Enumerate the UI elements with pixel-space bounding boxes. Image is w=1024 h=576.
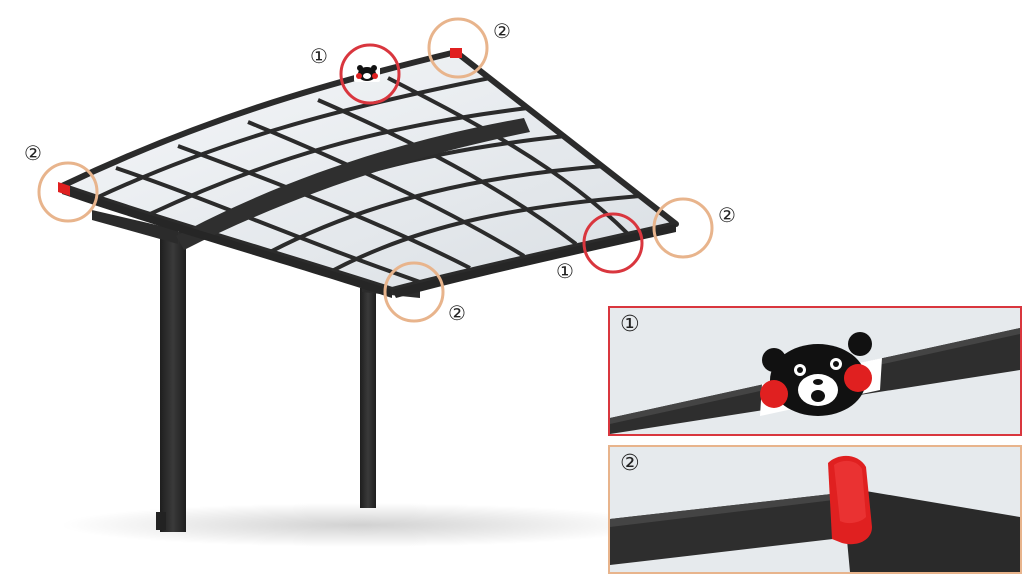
bear-mascot-sticker-icon: [354, 64, 380, 82]
end-cap-top: [450, 48, 462, 58]
front-post: [160, 232, 186, 532]
marker-1-top: [339, 43, 401, 105]
detail-panel-mascot: ①: [608, 306, 1022, 436]
rear-post: [360, 288, 376, 508]
marker-1-front: [582, 212, 644, 274]
detail-panel-end-cap: ②: [608, 445, 1022, 574]
marker-2-left: [37, 161, 99, 223]
support-posts: [92, 210, 420, 532]
marker-label-2-right: ②: [718, 203, 736, 227]
end-cap-left: [58, 182, 70, 196]
marker-label-2-bottom: ②: [448, 301, 466, 325]
front-edge-beam: [392, 224, 676, 298]
marker-2-top: [427, 17, 489, 79]
panel-2-label: ②: [620, 451, 640, 476]
marker-2-bottom: [383, 261, 445, 323]
side-edge-beam: [62, 186, 392, 298]
bear-mascot-sticker-icon: [760, 332, 882, 416]
red-end-cap-icon: [828, 455, 872, 545]
roof-rafters: [115, 76, 630, 284]
ground-shadow: [60, 503, 660, 547]
marker-label-1-top: ①: [310, 44, 328, 68]
marker-label-1-front: ①: [556, 259, 574, 283]
marker-2-right: [652, 197, 714, 259]
panel-1-label: ①: [620, 312, 640, 337]
main-beam: [176, 118, 530, 250]
marker-label-2-left: ②: [24, 141, 42, 165]
marker-label-2-top: ②: [493, 19, 511, 43]
